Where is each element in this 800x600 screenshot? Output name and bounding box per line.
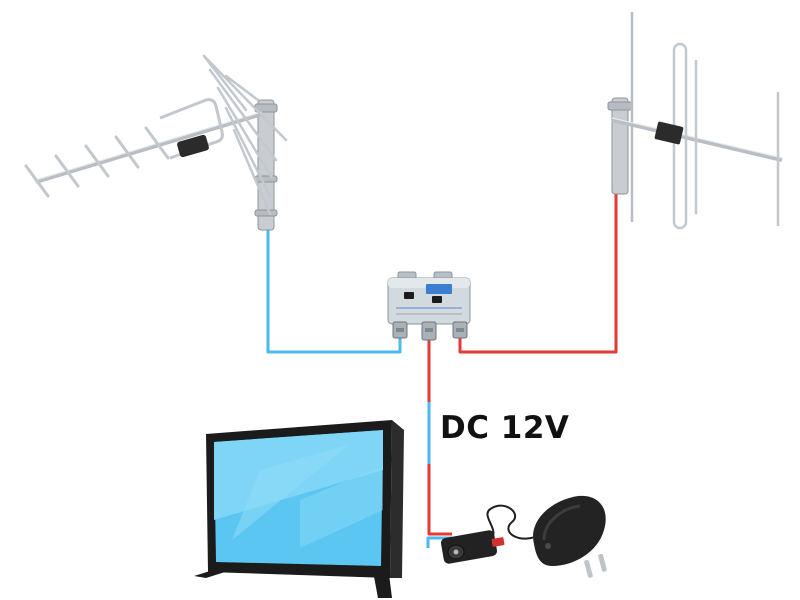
adapter-cord: [486, 504, 543, 541]
power-adapter-icon: [533, 495, 607, 578]
output-cable-red-bottom: [427, 464, 452, 536]
combiner: [387, 271, 471, 341]
power-voltage-label: DC 12V: [440, 410, 570, 446]
uhf-cable: [266, 230, 402, 354]
power-adapter: [533, 495, 607, 578]
tv-icon: [194, 420, 404, 598]
vhf-cable: [458, 192, 618, 354]
cables: [266, 192, 618, 548]
dipole-antenna-icon: [607, 12, 783, 230]
power-injector-icon: [440, 530, 505, 564]
power-injector: [440, 530, 505, 564]
yagi-antenna-icon: [24, 54, 288, 231]
uhf-antenna: [24, 54, 288, 231]
antenna-combiner-icon: [387, 271, 471, 341]
tv-cable: [426, 536, 452, 548]
television: [194, 420, 404, 598]
vhf-antenna: [607, 12, 783, 230]
